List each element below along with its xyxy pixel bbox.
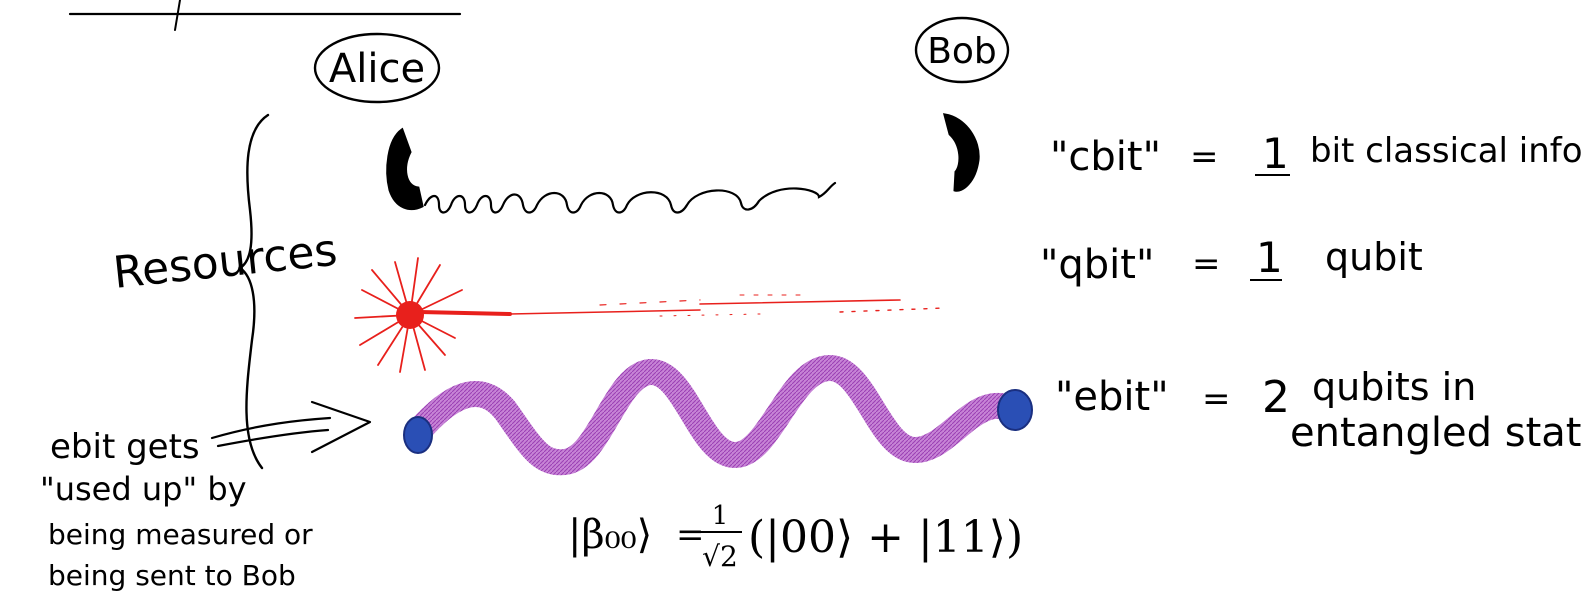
formula-lhs: |β₀₀⟩ — [568, 512, 652, 558]
ebit-term: "ebit" — [1055, 374, 1169, 420]
ebit-value: 2 — [1262, 372, 1290, 423]
annotation-line4: being sent to Bob — [48, 559, 296, 592]
formula-frac-den: √2 — [702, 540, 738, 573]
cbit-rest: bit classical info — [1310, 131, 1583, 171]
formula-rhs: (|00⟩ + |11⟩) — [748, 512, 1023, 563]
qbit-rest: qubit — [1325, 235, 1423, 279]
alice-label: Alice — [329, 46, 425, 92]
ebit-definition: "ebit" = 2 qubits in entangled state — [1055, 365, 1583, 456]
formula-frac-num: 1 — [712, 501, 729, 531]
bob-label: Bob — [927, 31, 997, 72]
cbit-equals: = — [1190, 137, 1219, 177]
annotation-line3: being measured or — [48, 518, 313, 551]
alice-node: Alice — [313, 32, 441, 104]
ebit-annotation: ebit gets "used up" by being measured or… — [40, 427, 313, 592]
ebit-rest-line2: entangled state — [1290, 410, 1583, 456]
qbit-equals: = — [1192, 244, 1221, 284]
qbit-definition: "qbit" = 1 qubit — [1040, 233, 1423, 288]
cbit-value: 1 — [1262, 129, 1289, 178]
resources-label: Resources — [111, 225, 340, 299]
telephone-cord-icon — [386, 113, 980, 214]
light-photon-icon — [354, 257, 946, 373]
resources-brace — [237, 113, 270, 470]
ebit-equals: = — [1202, 379, 1231, 419]
qbit-value: 1 — [1256, 233, 1283, 282]
annotation-arrow — [210, 400, 372, 454]
annotation-line1: ebit gets — [50, 427, 200, 467]
formula-equals: = — [676, 515, 705, 555]
cbit-term: "cbit" — [1050, 134, 1161, 180]
annotation-line2: "used up" by — [40, 470, 247, 508]
bob-node: Bob — [914, 16, 1010, 84]
title-underline — [68, 0, 462, 31]
qbit-term: "qbit" — [1040, 242, 1154, 288]
ebit-rest-line1: qubits in — [1312, 365, 1476, 409]
entangled-wave-icon — [403, 355, 1033, 476]
cbit-definition: "cbit" = 1 bit classical info — [1050, 129, 1583, 180]
bell-state-formula: |β₀₀⟩ = 1 √2 (|00⟩ + |11⟩) — [568, 501, 1023, 573]
